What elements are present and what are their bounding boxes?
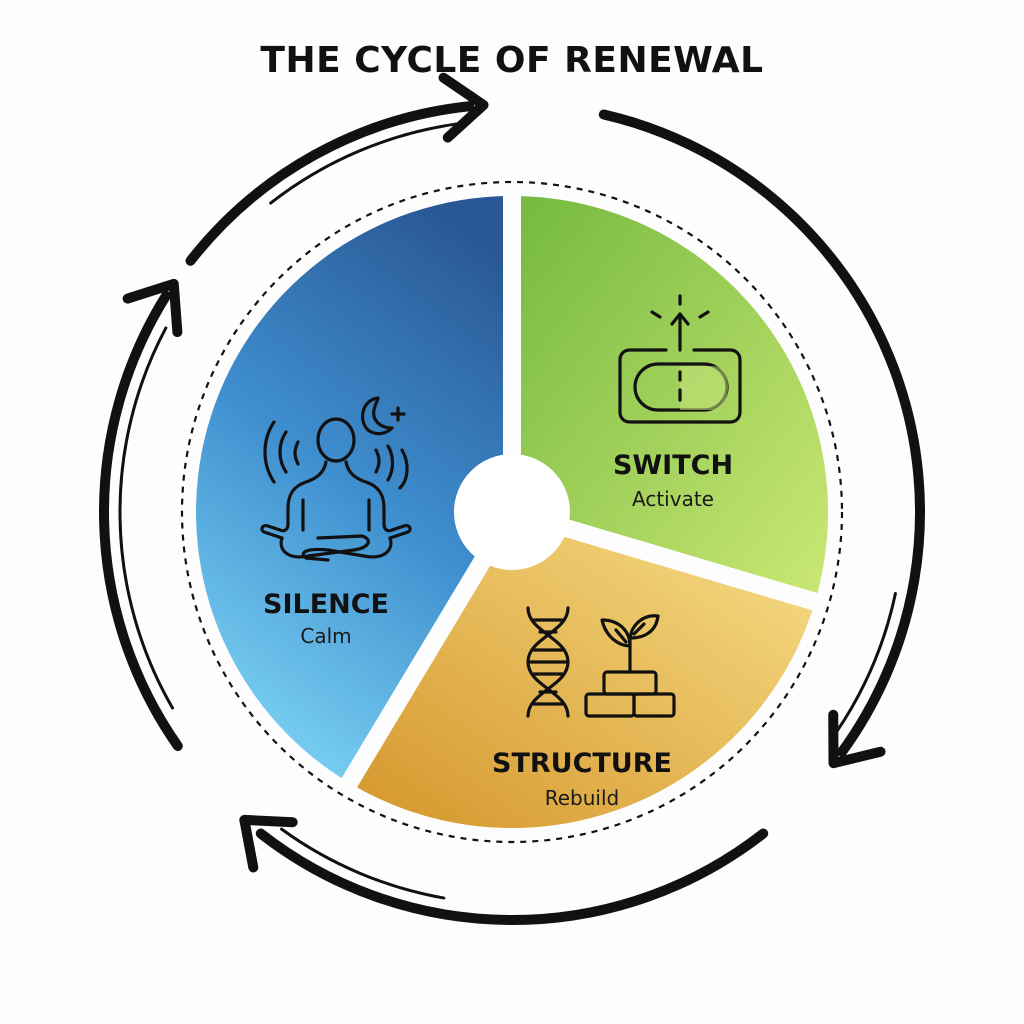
center-hub xyxy=(454,454,570,570)
segment-switch[interactable] xyxy=(512,196,828,602)
toggle-switch-icon xyxy=(618,294,742,424)
arrow-inner-arc xyxy=(280,827,446,900)
dna-and-sprout-icon xyxy=(526,606,676,718)
stage-sublabel-silence: Calm xyxy=(300,624,351,648)
stage-label-switch: SWITCH xyxy=(613,450,733,481)
arrow-arc-to-structure xyxy=(598,109,925,757)
stage-label-structure: STRUCTURE xyxy=(492,748,672,779)
arrow-arc-left xyxy=(99,290,183,752)
arrow-head-to-structure xyxy=(828,709,886,769)
arrow-inner-arc xyxy=(269,122,459,205)
arrow-arc-to-silence xyxy=(255,828,769,925)
arrow-head-to-switch xyxy=(438,72,489,143)
dotted-ring xyxy=(180,180,844,844)
arrow-arc-to-switch xyxy=(185,101,475,266)
stage-label-silence: SILENCE xyxy=(263,589,389,620)
arrow-inner-arc xyxy=(118,326,175,710)
meditation-icon xyxy=(260,396,412,562)
cycle-arrows xyxy=(99,72,925,925)
stage-sublabel-structure: Rebuild xyxy=(545,786,619,810)
stage-sublabel-switch: Activate xyxy=(632,487,714,511)
arrow-inner-arc xyxy=(835,592,897,733)
diagram-title: THE CYCLE OF RENEWAL xyxy=(260,40,764,81)
arrow-head-to-silence xyxy=(239,814,298,873)
arrow-head-left xyxy=(122,278,183,338)
